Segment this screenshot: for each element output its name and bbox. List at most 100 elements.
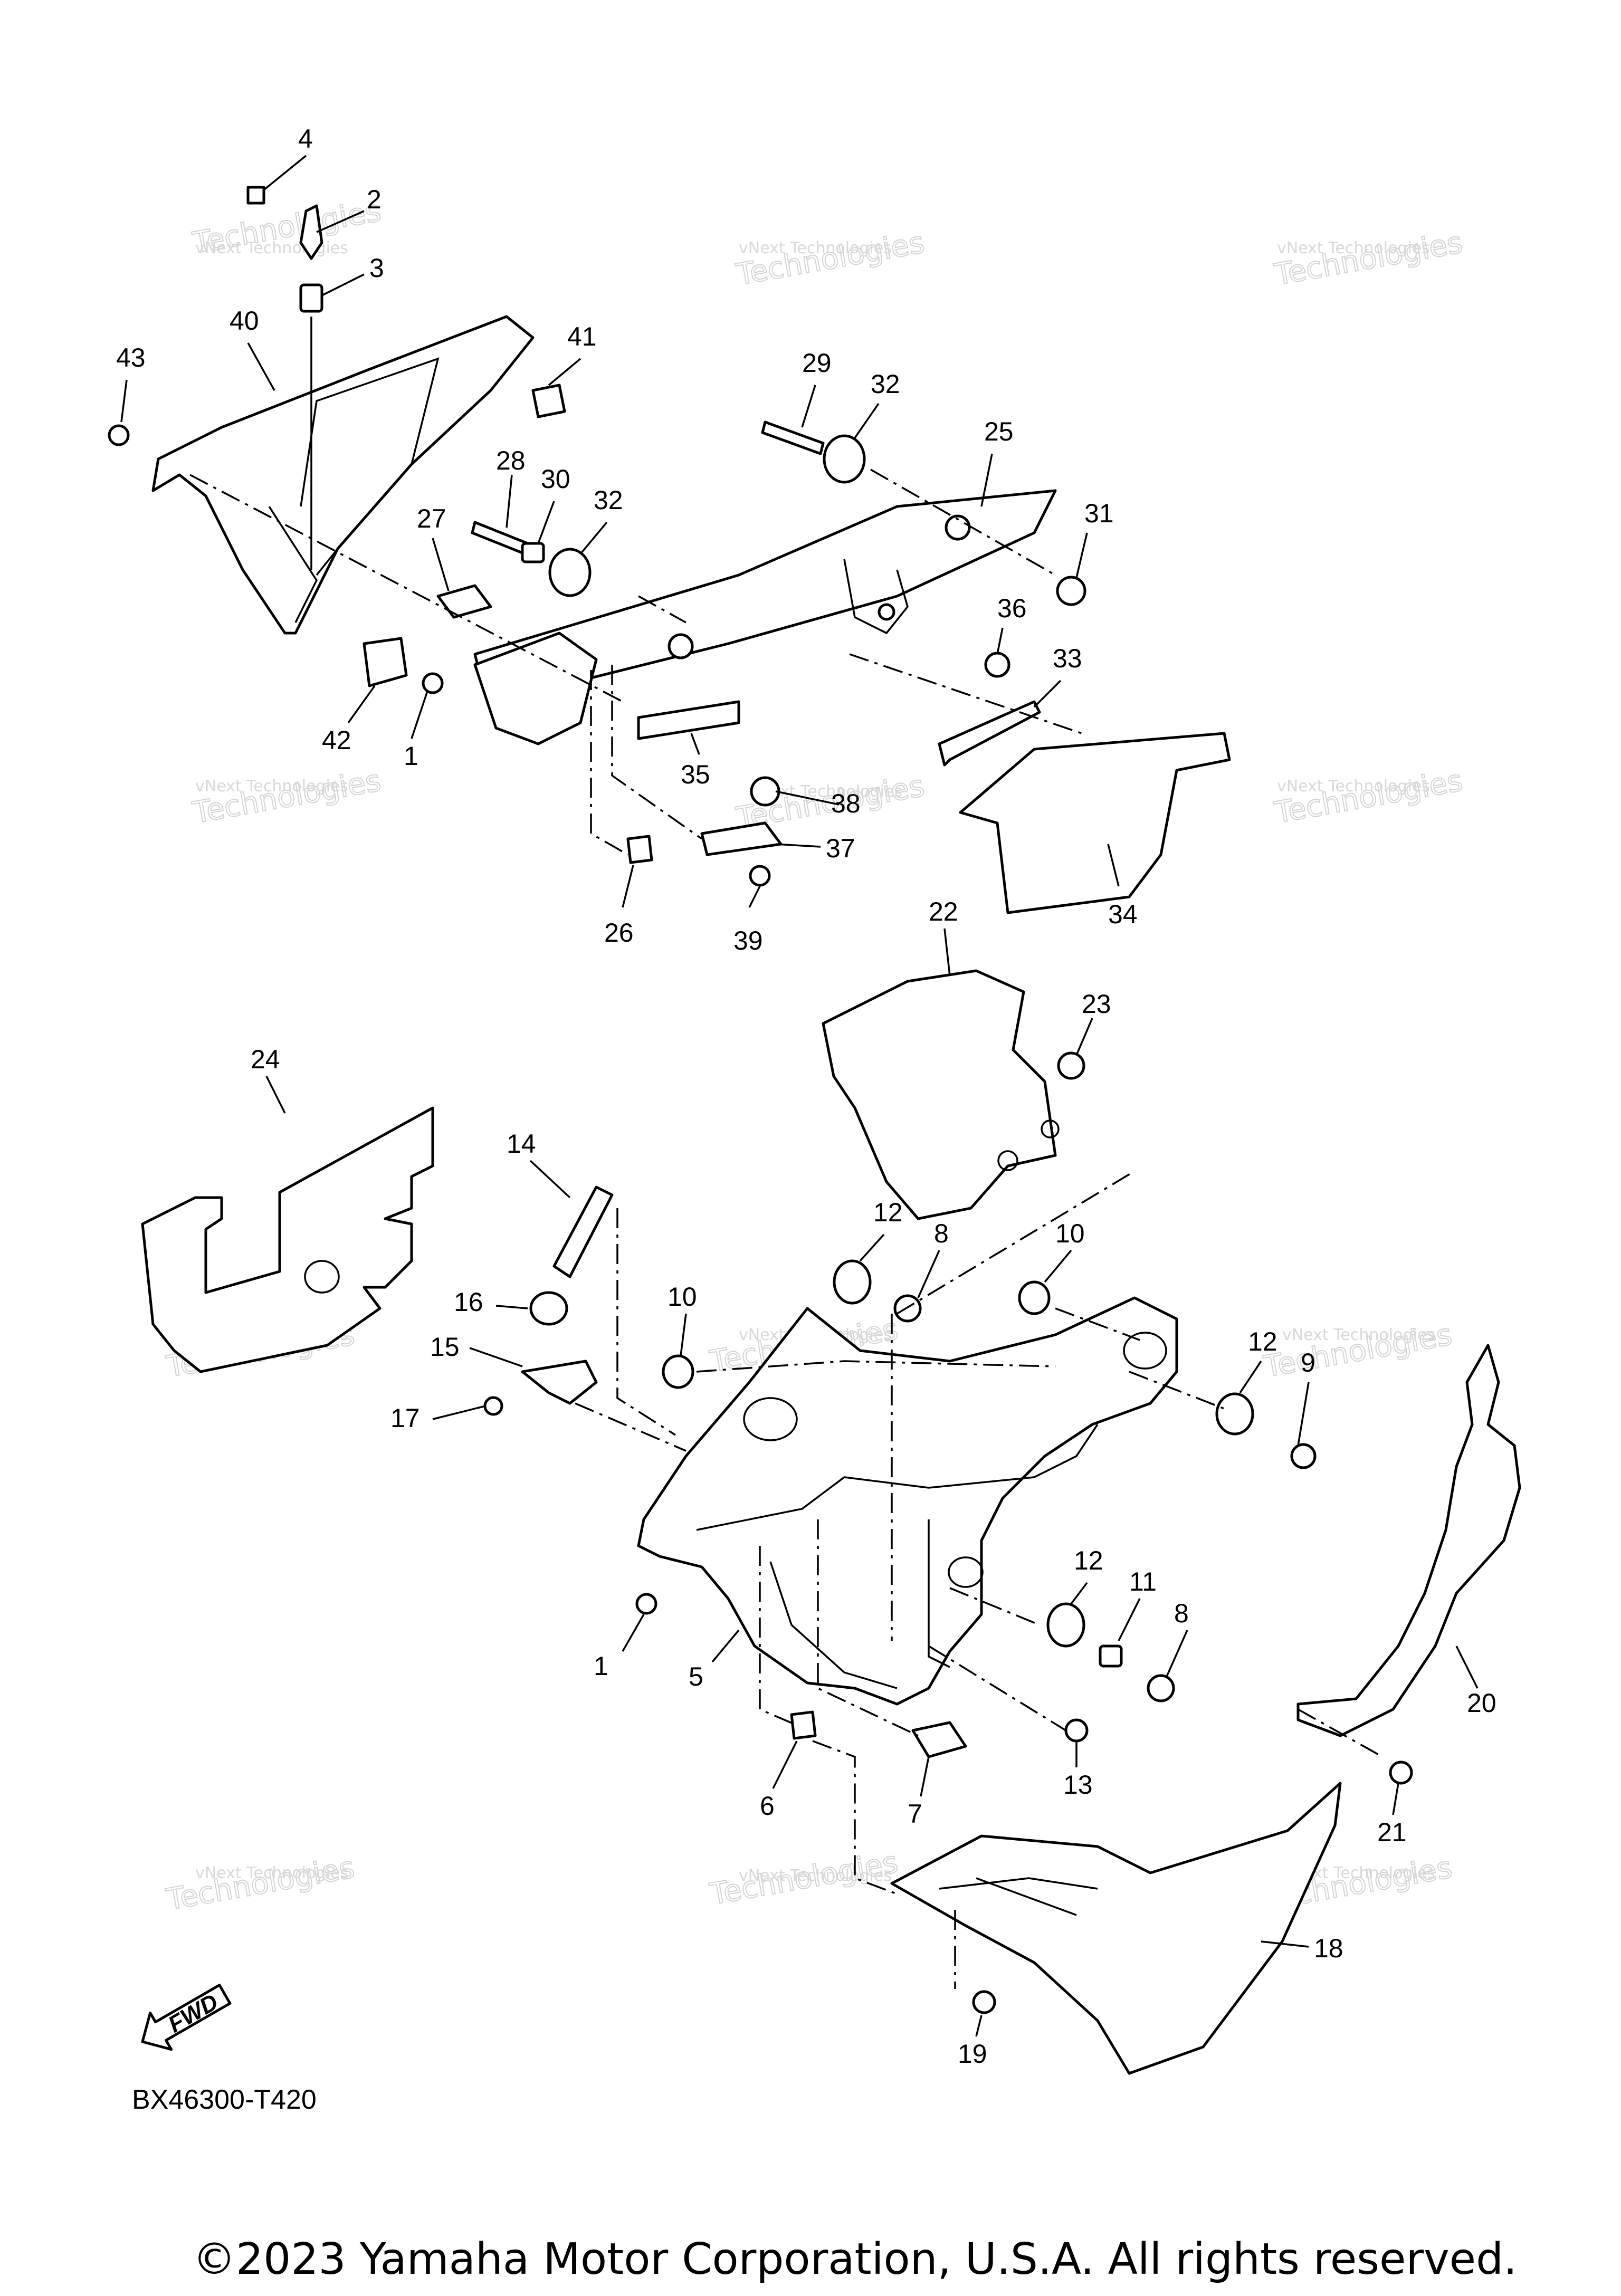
watermark: vNext Technologies — [739, 239, 892, 257]
part-8-bolt — [1147, 1674, 1175, 1702]
part-33-strip — [938, 700, 1041, 767]
watermark: vNext Technologies — [195, 239, 348, 257]
part-24-panel — [141, 1106, 434, 1373]
watermark: Technologies — [1272, 225, 1465, 292]
callout-12b: 12 — [1248, 1327, 1277, 1356]
part-1-screw — [635, 1593, 657, 1615]
part-2-bracket — [299, 204, 323, 260]
callout-24: 24 — [251, 1045, 280, 1074]
part-32-grommet — [548, 548, 592, 597]
part-11-collar — [1099, 1644, 1123, 1668]
callout-19: 19 — [958, 2039, 987, 2069]
part-7-clip — [911, 1721, 967, 1758]
copyright-notice: ©2023 Yamaha Motor Corporation, U.S.A. A… — [193, 2234, 1518, 2284]
callout-7: 7 — [908, 1799, 922, 1829]
callout-3: 3 — [369, 253, 384, 283]
part-34-panel — [959, 732, 1231, 914]
watermark: Technologies — [733, 225, 927, 292]
part-32-grommet — [823, 434, 866, 484]
callout-17: 17 — [390, 1403, 420, 1433]
callout-1b: 1 — [594, 1651, 608, 1681]
callout-18: 18 — [1314, 1934, 1343, 1963]
part-22-bracket — [822, 969, 1057, 1220]
part-27-clip — [436, 584, 492, 619]
callout-22: 22 — [929, 897, 958, 926]
callout-12c: 12 — [1074, 1546, 1103, 1575]
callout-35: 35 — [681, 760, 710, 789]
callout-36: 36 — [997, 594, 1027, 623]
callout-27: 27 — [417, 504, 446, 533]
callout-34: 34 — [1108, 900, 1138, 929]
part-28-bolt — [471, 521, 529, 556]
watermark: vNext Technologies — [1277, 777, 1430, 796]
part-12-grommet — [1046, 1602, 1085, 1648]
part-10-collar — [662, 1354, 694, 1389]
callout-33: 33 — [1053, 644, 1082, 673]
part-9-bolt — [1290, 1443, 1317, 1469]
callout-5: 5 — [689, 1662, 703, 1691]
fwd-arrow: FWD — [141, 1984, 232, 2051]
callout-15: 15 — [430, 1332, 460, 1362]
callout-37: 37 — [826, 834, 855, 863]
callout-9: 9 — [1301, 1348, 1315, 1377]
callout-6: 6 — [760, 1791, 775, 1821]
callout-13: 13 — [1063, 1770, 1093, 1800]
callout-labels: 4 2 3 40 43 41 29 32 25 31 28 30 32 27 3… — [116, 124, 1496, 2069]
upper-assembly — [108, 186, 1231, 914]
diagram-code: BX46300-T420 — [132, 2084, 317, 2115]
callout-16: 16 — [454, 1287, 483, 1317]
watermark: vNext Technologies — [195, 1864, 348, 1882]
part-37-bracket — [700, 821, 783, 856]
part-43-screw — [108, 424, 130, 446]
part-23-nut — [1057, 1051, 1085, 1080]
part-30-collar — [521, 542, 545, 563]
callout-38: 38 — [831, 789, 861, 818]
part-13-screw — [1064, 1718, 1089, 1743]
callout-10a: 10 — [668, 1282, 697, 1312]
part-39-screw — [749, 865, 771, 887]
callout-21: 21 — [1377, 1817, 1407, 1847]
part-16-grommet — [529, 1291, 568, 1326]
part-14-strip — [552, 1185, 614, 1278]
callout-28: 28 — [496, 446, 526, 475]
callout-11: 11 — [1129, 1567, 1157, 1596]
lower-assembly — [141, 969, 1521, 2075]
callout-8a: 8 — [934, 1219, 949, 1248]
watermark: Technologies — [190, 763, 384, 830]
callout-20: 20 — [1467, 1688, 1496, 1718]
fwd-label: FWD — [164, 1989, 222, 2038]
callout-14: 14 — [507, 1129, 536, 1159]
watermark: Technologies — [164, 1850, 357, 1917]
watermark: vNext Technologies — [1277, 239, 1430, 257]
callout-41: 41 — [567, 322, 597, 351]
callout-23: 23 — [1082, 989, 1111, 1019]
callout-32a: 32 — [871, 369, 900, 399]
part-3-clip — [299, 283, 323, 313]
callout-4: 4 — [298, 124, 313, 154]
callout-8b: 8 — [1174, 1599, 1189, 1628]
part-29-bolt — [761, 420, 825, 455]
part-6-clip — [790, 1710, 817, 1740]
part-18-cover — [890, 1782, 1342, 2075]
part-15-bracket — [521, 1360, 598, 1405]
watermark: vNext Technologies — [1282, 1326, 1435, 1344]
callout-42: 42 — [322, 725, 351, 755]
callout-31: 31 — [1084, 499, 1114, 528]
part-19-screw — [972, 1990, 996, 2014]
part-5-frame — [637, 1296, 1178, 1706]
part-31-nut — [1056, 576, 1086, 606]
part-21-screw — [1389, 1761, 1413, 1785]
watermark: vNext Technologies — [739, 1867, 892, 1885]
part-12-grommet — [1215, 1392, 1254, 1436]
callout-29: 29 — [802, 348, 832, 378]
watermark: vNext Technologies — [195, 777, 348, 796]
callout-1a: 1 — [404, 741, 418, 771]
part-36-screw — [984, 652, 1010, 678]
callout-25: 25 — [984, 417, 1014, 446]
part-35-pad — [637, 700, 740, 740]
callout-2: 2 — [367, 185, 382, 214]
callout-26: 26 — [604, 918, 634, 948]
part-38-grommet — [750, 776, 780, 807]
leader-lines — [120, 155, 1479, 2037]
